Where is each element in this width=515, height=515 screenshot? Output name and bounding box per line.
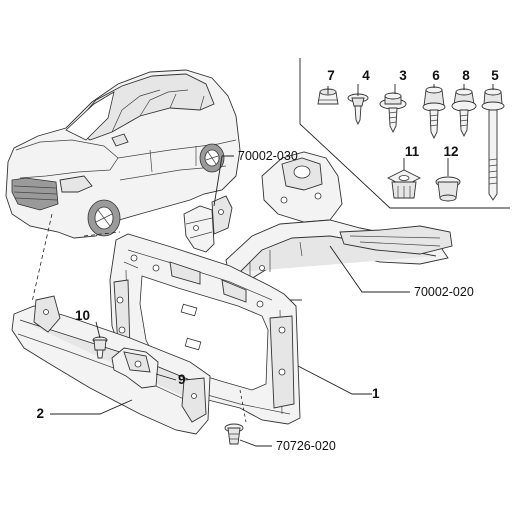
part-12-screw [435, 176, 461, 202]
label-12: 12 [443, 144, 458, 159]
label-11: 11 [405, 144, 420, 159]
part-8-bolt [451, 88, 477, 138]
label-7: 7 [327, 68, 335, 83]
bracket-70002-030 [183, 195, 233, 253]
label-3: 3 [399, 68, 407, 83]
part-7-nut [317, 88, 339, 105]
ref-70002-030: 70002-030 [238, 149, 298, 163]
label-8: 8 [462, 68, 470, 83]
part-10-bolt [92, 336, 108, 359]
part-9-bracket [111, 347, 159, 389]
label-9: 9 [178, 372, 186, 387]
side-member-70002-020 [225, 151, 453, 284]
car-leader-lines [31, 213, 121, 303]
leader-lines [50, 84, 494, 447]
label-2: 2 [36, 406, 44, 421]
label-1: 1 [372, 386, 380, 401]
part-5-bolt [481, 88, 505, 201]
fasteners-box [299, 58, 510, 209]
label-6: 6 [432, 68, 440, 83]
part-4-screw [347, 93, 369, 126]
clip-70726-020 [224, 423, 244, 445]
label-4: 4 [362, 68, 370, 83]
ref-70726-020: 70726-020 [276, 439, 336, 453]
label-10: 10 [75, 308, 90, 323]
part-11-cage-nut [386, 169, 422, 199]
part-6-bolt [422, 86, 446, 140]
part-3-bolt [379, 92, 407, 134]
ref-70002-020: 70002-020 [414, 285, 474, 299]
car-illustration [5, 69, 241, 239]
label-5: 5 [491, 68, 499, 83]
